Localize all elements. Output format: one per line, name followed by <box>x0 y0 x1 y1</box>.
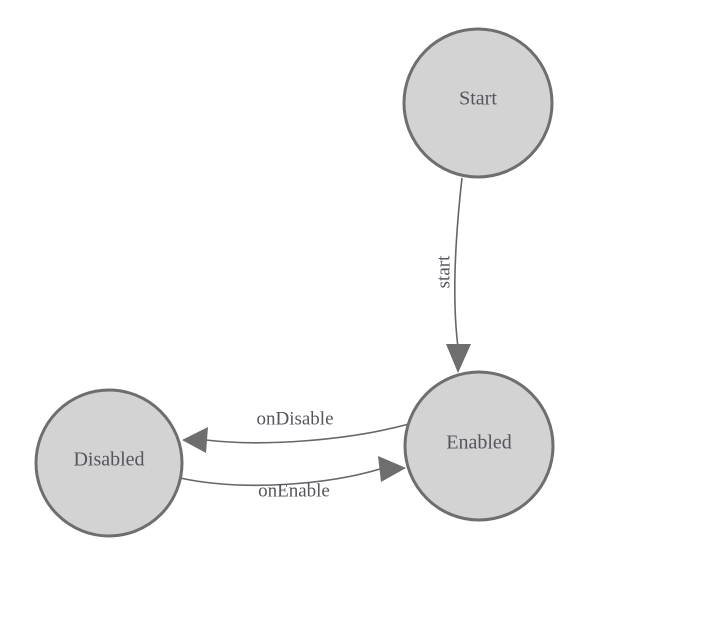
arrowhead-left-icon <box>182 427 208 453</box>
edge-disabled-to-enabled-path <box>179 468 381 487</box>
arrowhead-down-icon <box>446 344 471 373</box>
edge-label-on-disable: onDisable <box>256 408 333 429</box>
edge-label-on-enable: onEnable <box>258 480 330 501</box>
node-enabled-circle[interactable] <box>403 370 555 522</box>
node-start[interactable]: Start <box>402 27 554 179</box>
edge-disabled-to-enabled[interactable]: onEnable <box>179 456 406 501</box>
node-start-circle[interactable] <box>402 27 554 179</box>
edge-start-to-enabled[interactable]: start <box>433 177 471 373</box>
edge-start-to-enabled-path <box>453 177 463 348</box>
node-disabled-circle[interactable] <box>34 388 184 538</box>
edge-label-start: start <box>433 255 454 288</box>
node-disabled[interactable]: Disabled <box>34 388 184 538</box>
arrowhead-right-icon <box>378 456 406 482</box>
node-enabled-label: Enabled <box>446 432 512 454</box>
node-start-label: Start <box>459 88 497 110</box>
edge-enabled-to-disabled-path <box>205 423 410 444</box>
node-disabled-label: Disabled <box>73 449 144 471</box>
node-enabled[interactable]: Enabled <box>403 370 555 522</box>
edge-enabled-to-disabled[interactable]: onDisable <box>182 408 410 453</box>
